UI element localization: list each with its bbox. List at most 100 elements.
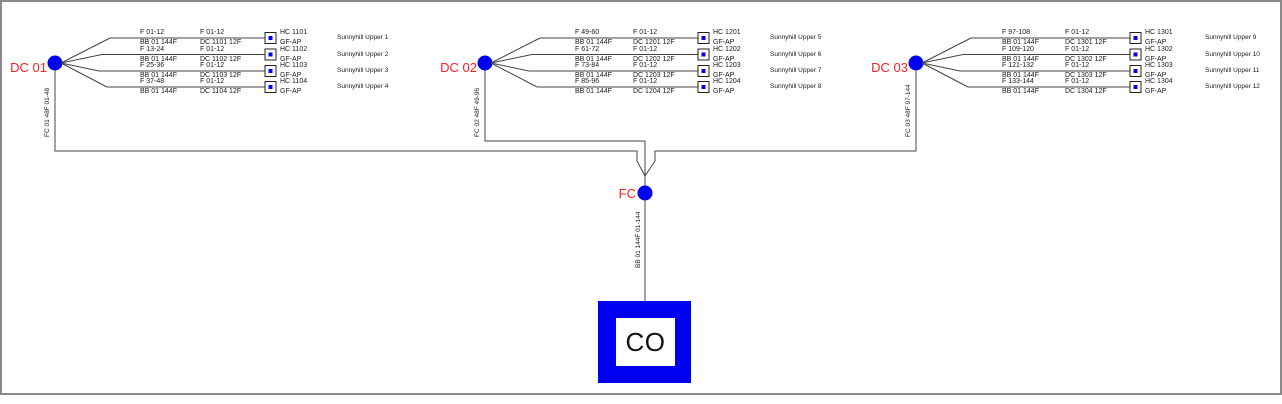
fan-line <box>490 37 541 64</box>
drop-fiber-range-label: F 01-12 <box>633 29 658 36</box>
hc-type-label: GF-AP <box>1145 39 1167 46</box>
drop-fiber-range-label: F 01-12 <box>200 45 225 53</box>
fan-line <box>921 62 961 72</box>
fc-node <box>637 185 653 201</box>
hc-terminal-dot <box>1133 85 1138 89</box>
backbone-cable-label: BB 01 144F <box>1002 55 1039 63</box>
fan-line <box>60 62 100 72</box>
hc-type-label: GF-AP <box>713 88 735 95</box>
feeder-cable-label: FC 02 48F 49-96 <box>474 87 481 137</box>
site-name-label: Sunnyhill Upper 1 <box>337 34 389 41</box>
site-name-label: Sunnyhill Upper 8 <box>770 83 822 90</box>
site-name-label: Sunnyhill Upper 10 <box>1205 50 1260 58</box>
fan-line <box>60 37 111 64</box>
fiber-range-label: F 61-72 <box>575 45 600 53</box>
site-name-label: Sunnyhill Upper 3 <box>337 67 389 74</box>
dc-node-label: DC 03 <box>871 60 908 75</box>
drop-cable-label: DC 1102 12F <box>200 55 242 63</box>
drop-cable-label: DC 1103 12F <box>200 72 242 79</box>
hc-id-label: HC 1301 <box>1145 29 1173 36</box>
drop-cable-label: DC 1101 12F <box>200 39 242 46</box>
backbone-cable-label: BB 01 144F <box>575 55 612 63</box>
hc-terminal-dot <box>268 85 273 89</box>
drop-fiber-range-label: F 01-12 <box>633 78 658 85</box>
backbone-cable-label: BB 01 144F <box>140 39 177 46</box>
fiber-range-label: F 73-84 <box>575 62 600 69</box>
hc-id-label: HC 1304 <box>1145 78 1173 85</box>
drop-fiber-range-label: F 01-12 <box>200 62 225 69</box>
fan-line <box>921 54 964 64</box>
site-name-label: Sunnyhill Upper 2 <box>337 50 389 58</box>
drop-cable-label: DC 1202 12F <box>633 55 675 63</box>
site-name-label: Sunnyhill Upper 4 <box>337 83 389 90</box>
drop-fiber-range-label: F 01-12 <box>633 62 658 69</box>
site-name-label: Sunnyhill Upper 12 <box>1205 83 1260 90</box>
fan-line <box>60 54 103 64</box>
drop-fiber-range-label: F 01-12 <box>1065 62 1090 69</box>
hc-id-label: HC 1303 <box>1145 62 1173 69</box>
fan-line <box>921 62 969 88</box>
hc-id-label: HC 1203 <box>713 62 741 69</box>
fiber-range-label: F 49-60 <box>575 29 600 36</box>
site-name-label: Sunnyhill Upper 5 <box>770 34 822 41</box>
riser-cable-label: BB 01 144F 01-144 <box>635 211 642 268</box>
drop-cable-label: DC 1301 12F <box>1065 39 1107 46</box>
hc-id-label: HC 1101 <box>280 29 308 36</box>
hc-type-label: GF-AP <box>1145 88 1167 95</box>
hc-terminal-dot <box>701 52 706 57</box>
fc-node-label: FC <box>618 186 636 201</box>
hc-terminal-dot <box>701 69 706 73</box>
hc-id-label: HC 1202 <box>713 45 741 53</box>
feeder-cable-label: FC 03 48F 97-144 <box>905 84 912 137</box>
feeder-route-line <box>54 70 646 177</box>
feeder-route-line <box>644 70 917 177</box>
hc-type-label: GF-AP <box>1145 55 1167 63</box>
fan-line <box>60 62 108 88</box>
hc-terminal-dot <box>1133 36 1138 40</box>
hc-id-label: HC 1104 <box>280 78 308 85</box>
hc-terminal-dot <box>268 36 273 40</box>
fan-line <box>490 54 533 64</box>
fiber-range-label: F 133-144 <box>1002 78 1034 85</box>
dc-node-label: DC 02 <box>440 60 477 75</box>
drop-fiber-range-label: F 01-12 <box>1065 45 1090 53</box>
hc-type-label: GF-AP <box>280 39 302 46</box>
drop-cable-label: DC 1304 12F <box>1065 88 1107 95</box>
hc-type-label: GF-AP <box>280 88 302 95</box>
hc-id-label: HC 1204 <box>713 78 741 85</box>
hc-type-label: GF-AP <box>713 72 735 79</box>
hc-terminal-dot <box>268 69 273 73</box>
co-label: CO <box>625 326 666 357</box>
drop-fiber-range-label: F 01-12 <box>1065 29 1090 36</box>
dc-node <box>47 55 63 71</box>
fan-line <box>921 37 972 64</box>
fan-line <box>490 62 538 88</box>
site-name-label: Sunnyhill Upper 6 <box>770 50 822 58</box>
drop-cable-label: DC 1204 12F <box>633 88 675 95</box>
drop-cable-label: DC 1303 12F <box>1065 72 1107 79</box>
site-name-label: Sunnyhill Upper 9 <box>1205 34 1257 41</box>
hc-type-label: GF-AP <box>1145 72 1167 79</box>
backbone-cable-label: BB 01 144F <box>1002 72 1039 79</box>
site-name-label: Sunnyhill Upper 11 <box>1205 67 1260 74</box>
drop-cable-label: DC 1203 12F <box>633 72 675 79</box>
fiber-range-label: F 85-96 <box>575 78 600 85</box>
drop-fiber-range-label: F 01-12 <box>200 78 225 85</box>
fiber-range-label: F 01-12 <box>140 29 165 36</box>
backbone-cable-label: BB 01 144F <box>575 39 612 46</box>
drop-cable-label: DC 1104 12F <box>200 88 242 95</box>
hc-id-label: HC 1201 <box>713 29 741 36</box>
hc-terminal-dot <box>701 36 706 40</box>
site-name-label: Sunnyhill Upper 7 <box>770 67 822 74</box>
backbone-cable-label: BB 01 144F <box>140 88 177 95</box>
fiber-range-label: F 25-36 <box>140 62 165 69</box>
hc-id-label: HC 1103 <box>280 62 308 69</box>
hc-id-label: HC 1302 <box>1145 45 1173 53</box>
backbone-cable-label: BB 01 144F <box>140 72 177 79</box>
hc-terminal-dot <box>701 85 706 89</box>
fiber-range-label: F 121-132 <box>1002 62 1034 69</box>
co-box: CO <box>598 301 691 383</box>
hc-type-label: GF-AP <box>713 39 735 46</box>
feeder-route-line <box>484 70 646 176</box>
